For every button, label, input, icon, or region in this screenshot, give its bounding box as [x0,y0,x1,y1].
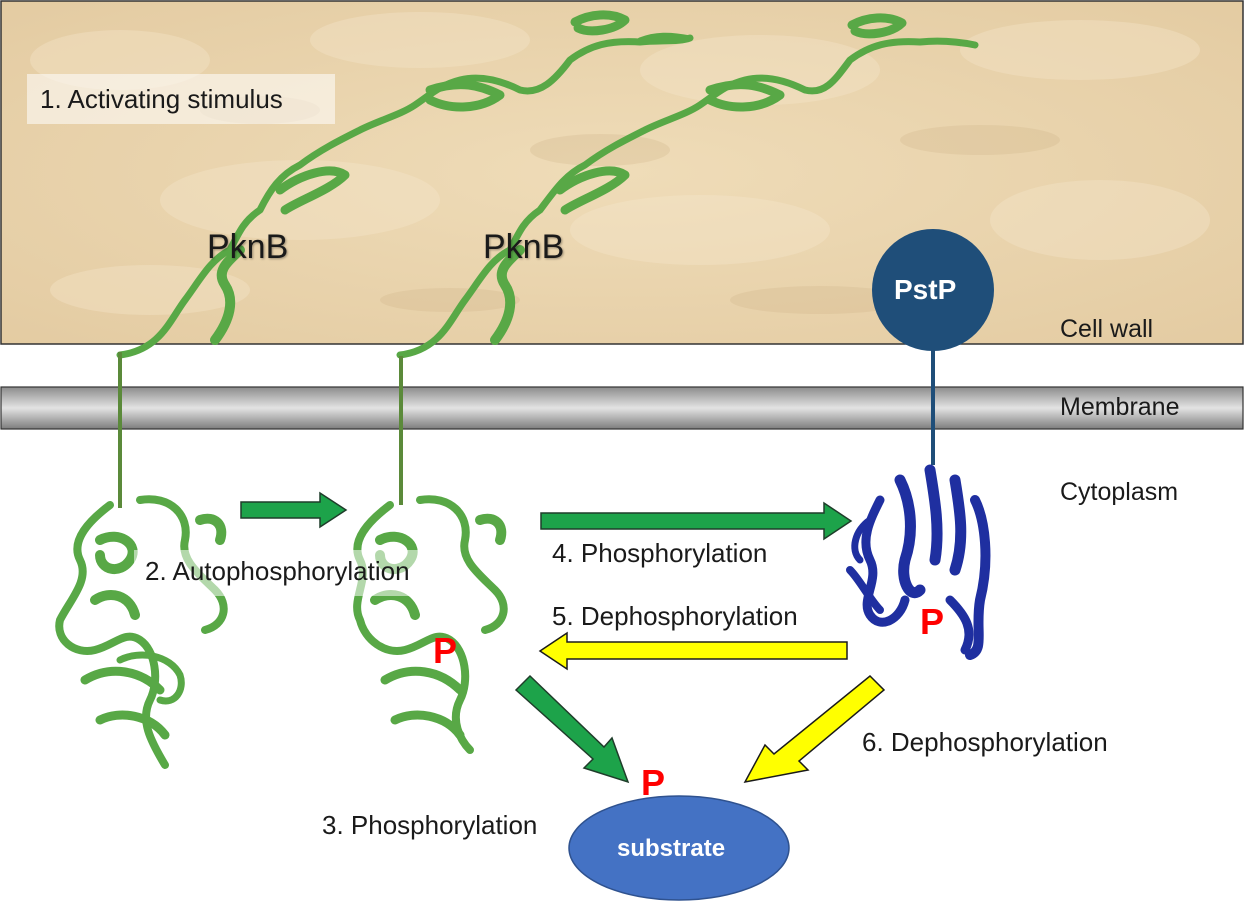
arrow-dephosphorylation-substrate [743,674,886,784]
membrane-band [0,386,1244,430]
step-1-label: 1. Activating stimulus [40,84,283,114]
substrate-phosphate-mark: P [641,762,666,803]
step-4-label: 4. Phosphorylation [552,538,768,568]
stimulus-label-background [27,74,335,124]
arrow-dephosphorylation-pknb [538,631,848,671]
arrow-phosphorylation-substrate [514,674,630,784]
step-6-label: 6. Dephosphorylation [862,727,1108,757]
pknb-right-label: PknB [483,228,565,266]
step-3-label: 3. Phosphorylation [322,810,538,840]
pstp-phosphatase-domain [846,464,991,660]
pstp-phosphate-mark: P [920,601,945,642]
substrate-ellipse [568,795,790,901]
cell-wall-label: Cell wall [1060,315,1154,343]
step-5-label: 5. Dephosphorylation [552,601,798,631]
step-2-label: 2. Autophosphorylation [145,556,410,586]
cytoplasm-label: Cytoplasm [1060,478,1179,506]
substrate-label: substrate [617,835,726,862]
membrane-label: Membrane [1060,393,1180,421]
pknb-left-kinase-domain [55,495,228,769]
pstp-label: PstP [894,274,957,305]
pknb-left-label: PknB [207,228,289,266]
pstp-circle [872,229,994,351]
arrow-phosphorylation-pstp [540,501,853,541]
pknb-left-extracellular [116,10,694,359]
arrow-autophosphorylation [240,491,348,529]
pknb-right-kinase-domain [353,495,508,754]
pknb-phosphate-mark: P [433,630,458,671]
pknb-right-extracellular [396,13,979,359]
autophosphorylation-label-background [134,550,454,596]
